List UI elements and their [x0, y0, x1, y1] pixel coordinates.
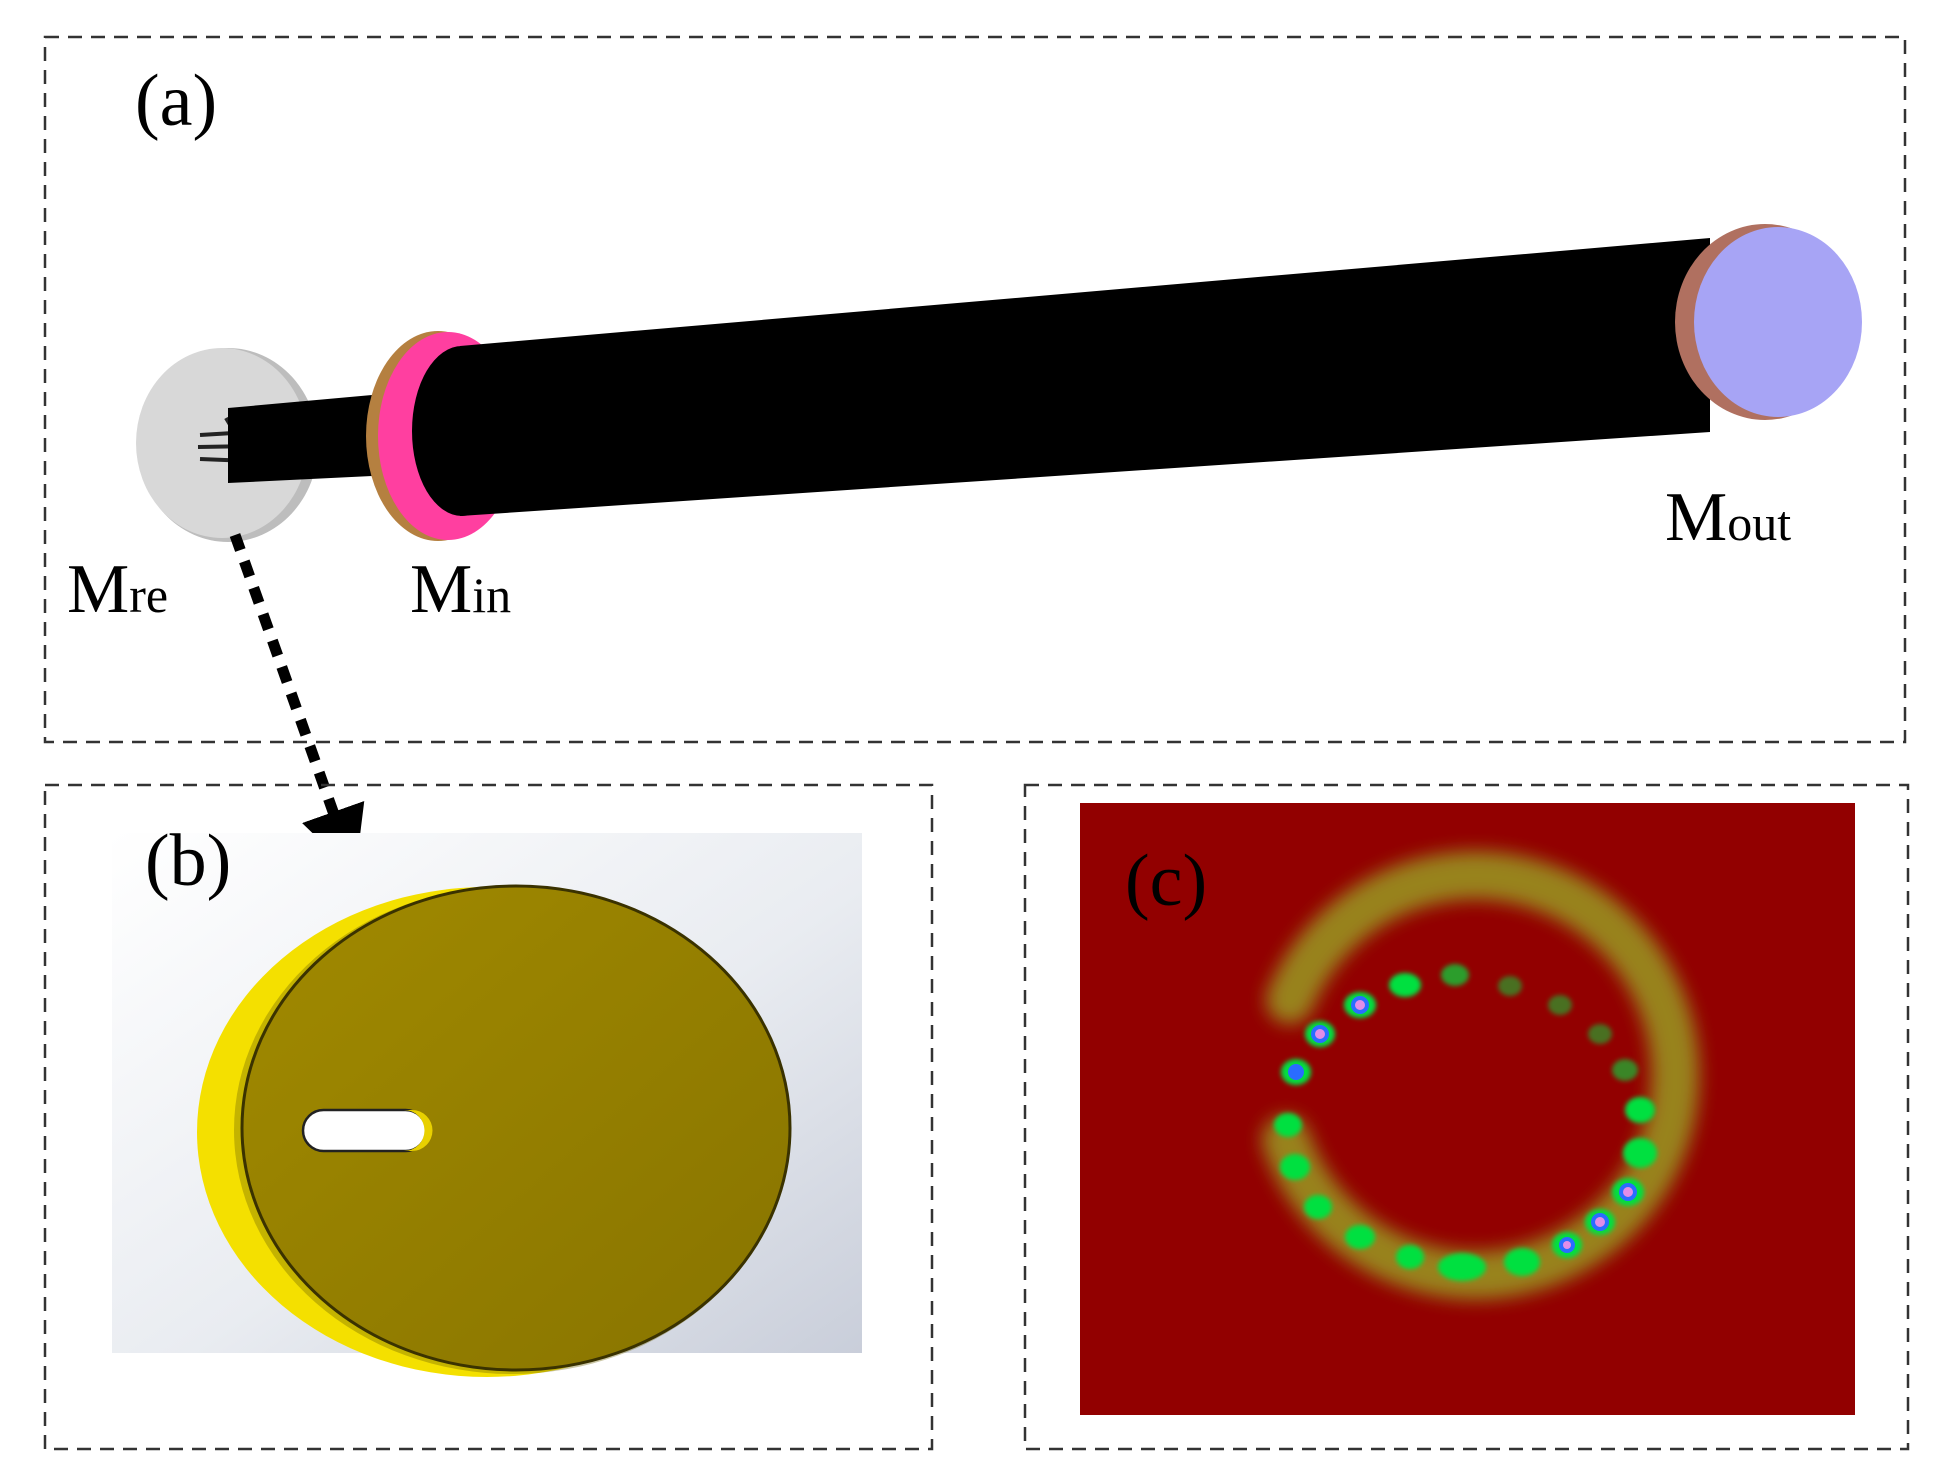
beamlet [1274, 1113, 1302, 1137]
panel-a-label: (a) [135, 60, 217, 142]
disk-slot-wall [404, 1110, 433, 1151]
beamlet [1548, 995, 1572, 1015]
panel-c-frame [1023, 783, 1910, 1451]
hot-spot [1355, 1000, 1365, 1010]
panel-b-frame [43, 783, 934, 1451]
thin-rod [228, 395, 372, 483]
beamlet [1438, 1253, 1486, 1281]
label-m-out: Mout [1665, 479, 1791, 556]
hot-spot [1315, 1029, 1325, 1039]
rear-mirror-slit-mark [197, 416, 256, 463]
hot-spot [1623, 1187, 1633, 1197]
beamlet [1304, 1195, 1332, 1219]
panel-c-label: (c) [1125, 840, 1207, 922]
beamlet [1389, 973, 1421, 997]
disk-slot [301, 1108, 428, 1153]
beamlet [1498, 976, 1522, 996]
zoom-arrow [229, 533, 365, 875]
beamlet [1441, 964, 1469, 986]
beamlet [1612, 1059, 1638, 1081]
hot-spot [1595, 1217, 1605, 1227]
output-mirror [1675, 224, 1862, 420]
beamlet [1280, 1154, 1310, 1180]
panel-b: (b) [43, 783, 934, 1451]
beam-profile-background [1080, 803, 1855, 1415]
beamlet [1588, 1024, 1612, 1044]
laser-rod [460, 238, 1710, 516]
beamlet [1623, 1138, 1657, 1168]
panel-b-label: (b) [145, 820, 231, 902]
disk-face [240, 884, 792, 1372]
rear-mirror-disk [197, 884, 792, 1377]
beamlet [1396, 1245, 1424, 1269]
panel-a-frame [43, 35, 1907, 744]
panel-a: (a) Mre Min Mout [43, 35, 1907, 744]
laser-rod-front-end [412, 346, 512, 516]
hot-spot [1288, 1064, 1304, 1080]
beamlet [1504, 1248, 1540, 1276]
hot-spot [1563, 1241, 1571, 1249]
beamlet [1345, 1225, 1375, 1249]
label-m-in: Min [410, 551, 511, 628]
beamlet [1625, 1097, 1655, 1123]
label-m-re: Mre [67, 551, 168, 628]
hot-spot-group [1288, 996, 1637, 1253]
panel-c: (c) [1023, 783, 1910, 1451]
